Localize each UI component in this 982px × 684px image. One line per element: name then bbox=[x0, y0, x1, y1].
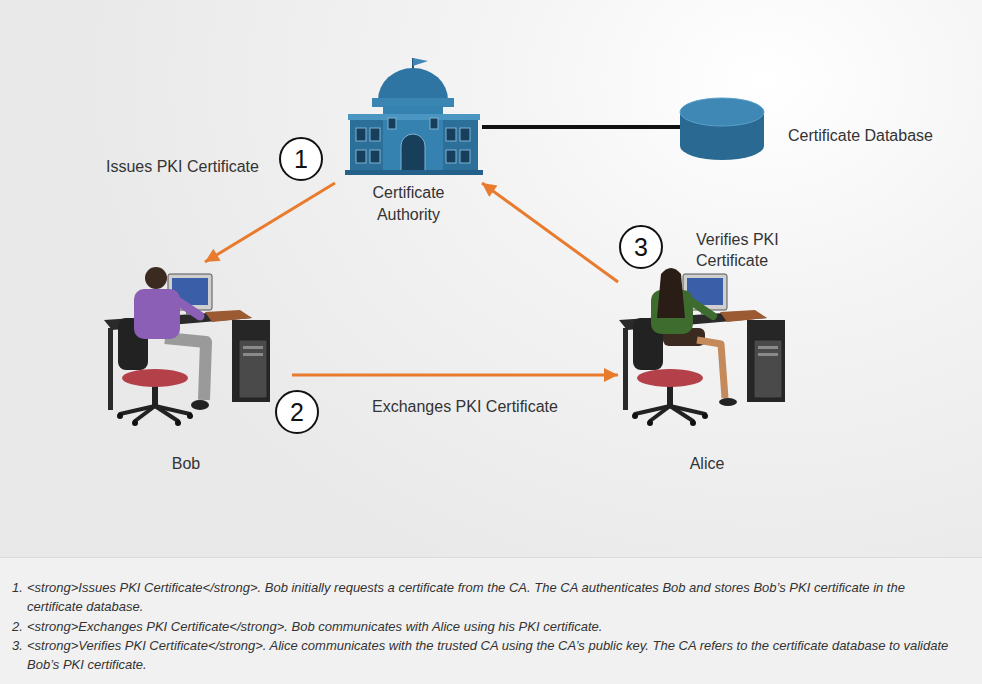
list-marker: 2. bbox=[12, 617, 27, 636]
flow-arrow bbox=[205, 183, 335, 262]
alice-workstation bbox=[619, 268, 785, 426]
ca-node: Certificate Authority bbox=[335, 60, 482, 228]
list-marker: 3. bbox=[12, 636, 27, 675]
note-text: <strong>Exchanges PKI Certificate</stron… bbox=[27, 617, 964, 636]
note-text: <strong>Verifies PKI Certificate</strong… bbox=[27, 636, 964, 675]
ca-building bbox=[345, 58, 483, 175]
note-row: 2.<strong>Exchanges PKI Certificate</str… bbox=[12, 617, 964, 636]
notes-panel: 1.<strong>Issues PKI Certificate</strong… bbox=[0, 557, 982, 684]
flow-arrow bbox=[292, 374, 618, 377]
bob-workstation bbox=[104, 267, 270, 426]
node-label: Certificate Database bbox=[788, 125, 933, 147]
callout-number: 3 bbox=[619, 225, 663, 269]
edge-label: Verifies PKI Certificate bbox=[696, 229, 796, 271]
person-node: Alice bbox=[618, 262, 800, 478]
person-node: Bob bbox=[100, 262, 292, 478]
database-cylinder bbox=[680, 98, 764, 160]
link-line bbox=[482, 125, 680, 129]
edge-label: Exchanges PKI Certificate bbox=[372, 396, 558, 417]
note-row: 1.<strong>Issues PKI Certificate</strong… bbox=[12, 578, 964, 617]
database-node: Certificate Database bbox=[680, 90, 950, 165]
callout-number: 2 bbox=[275, 390, 319, 434]
edge-label: Issues PKI Certificate bbox=[106, 156, 259, 177]
list-marker: 1. bbox=[12, 578, 27, 617]
note-text: <strong>Issues PKI Certificate</strong>.… bbox=[27, 578, 964, 617]
callout-number: 1 bbox=[279, 137, 323, 181]
node-label: Bob bbox=[172, 453, 200, 475]
flow-arrow bbox=[482, 183, 618, 282]
node-label: Alice bbox=[690, 453, 725, 475]
node-label: Certificate Authority bbox=[354, 182, 464, 226]
note-row: 3.<strong>Verifies PKI Certificate</stro… bbox=[12, 636, 964, 675]
